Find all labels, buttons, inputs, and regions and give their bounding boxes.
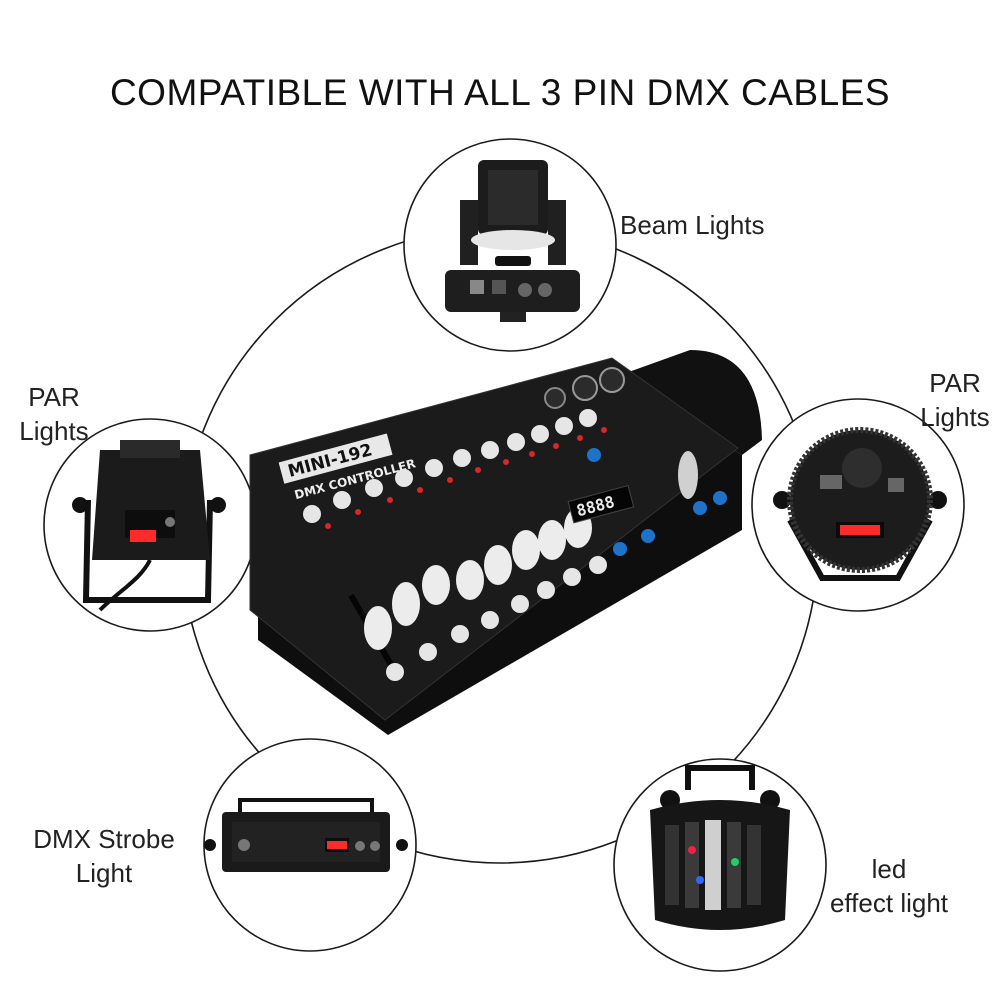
par-left-image — [72, 440, 226, 612]
label-led-effect-light: led effect light — [829, 854, 949, 918]
label-dmx-strobe-light: DMX Strobe Light — [33, 824, 175, 888]
scene-buttons — [303, 409, 607, 529]
par-right-image — [773, 427, 947, 581]
beam-light-image — [445, 160, 580, 322]
faders — [348, 451, 698, 667]
dmx-controller-image: MINI-192 DMX CONTROLLER — [249, 350, 762, 735]
led-effect-image — [650, 765, 790, 930]
function-buttons — [587, 448, 727, 556]
label-beam-lights: Beam Lights — [620, 210, 765, 240]
label-par-lights-right: PAR Lights — [920, 368, 990, 432]
page-heading: COMPATIBLE WITH ALL 3 PIN DMX CABLES — [109, 72, 891, 113]
label-par-lights-left: PAR Lights — [19, 382, 89, 446]
flash-buttons — [386, 556, 607, 681]
strobe-image — [204, 798, 408, 872]
